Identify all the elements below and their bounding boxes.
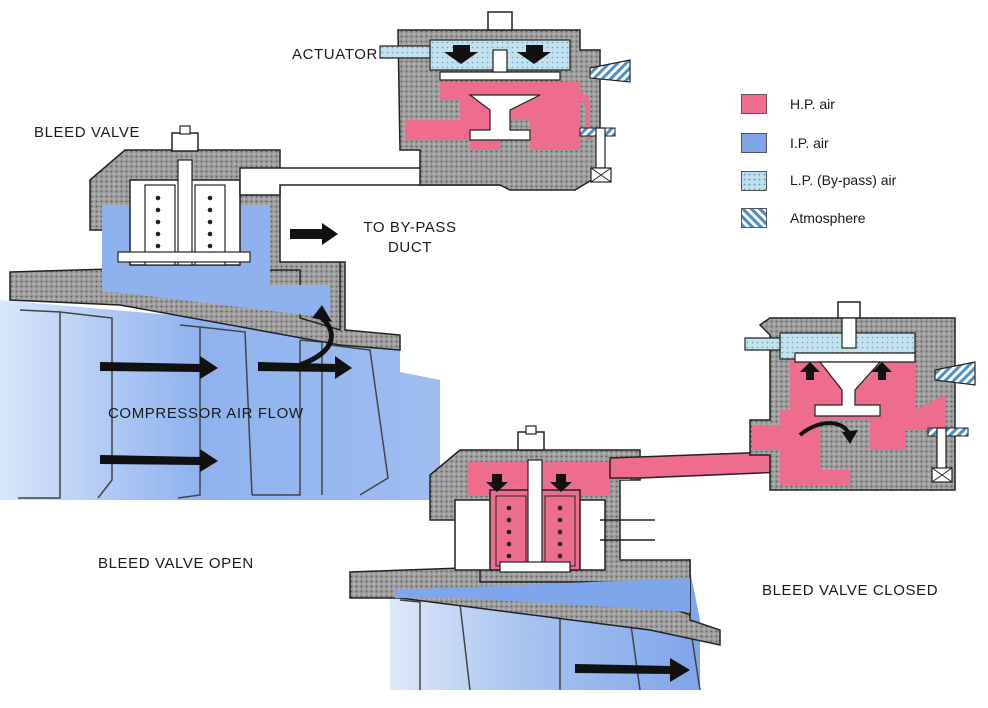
bleed-valve-label: BLEED VALVE bbox=[34, 124, 141, 141]
bleed-valve-hp-cavity-closed bbox=[468, 462, 630, 495]
actuator-closed bbox=[744, 301, 976, 491]
nut-closed bbox=[517, 431, 545, 451]
compressor-passage-open bbox=[0, 300, 440, 500]
actuator-hp-chamber-closed bbox=[752, 360, 945, 485]
airflow-arrows-open bbox=[100, 356, 352, 472]
atmosphere-vent-closed bbox=[934, 361, 976, 386]
atmosphere-vent-top bbox=[589, 59, 631, 83]
bleed-valve-open-label: BLEED VALVE OPEN bbox=[98, 555, 254, 572]
to-bypass-label-line2: DUCT bbox=[387, 239, 433, 256]
compressor-air-flow-label: COMPRESSOR AIR FLOW bbox=[108, 405, 304, 422]
actuator-poppet-closed bbox=[814, 361, 882, 417]
actuator-nut-top bbox=[487, 11, 513, 31]
legend-swatch-hp-air bbox=[741, 94, 767, 114]
legend-label-ip-air: I.P. air bbox=[790, 135, 829, 151]
legend-swatch-ip-air bbox=[741, 133, 767, 153]
bleed-curve-arrow bbox=[299, 316, 334, 368]
actuator-top bbox=[379, 11, 631, 191]
legend-label-hp-air: H.P. air bbox=[790, 96, 835, 112]
bleed-valve-closed-assembly bbox=[349, 425, 831, 691]
bleed-valve-open-assembly bbox=[0, 125, 501, 500]
bleed-valve-closed-label: BLEED VALVE CLOSED bbox=[762, 582, 939, 599]
to-bypass-label-line1: TO BY-PASS bbox=[363, 219, 457, 236]
actuator-label: ACTUATOR bbox=[292, 46, 378, 63]
legend-swatch-atmosphere bbox=[741, 208, 767, 228]
nut-open bbox=[171, 132, 199, 152]
bypass-arrow bbox=[290, 223, 338, 245]
legend-label-atmosphere: Atmosphere bbox=[790, 210, 866, 226]
legend-label-lp-air: L.P. (By-pass) air bbox=[790, 172, 897, 188]
actuator-poppet-top bbox=[468, 94, 541, 141]
actuator-nut-closed bbox=[837, 301, 861, 319]
spring-closed bbox=[506, 505, 563, 559]
legend-swatch-lp-air bbox=[741, 171, 767, 191]
airflow-arrow-closed bbox=[575, 658, 690, 682]
